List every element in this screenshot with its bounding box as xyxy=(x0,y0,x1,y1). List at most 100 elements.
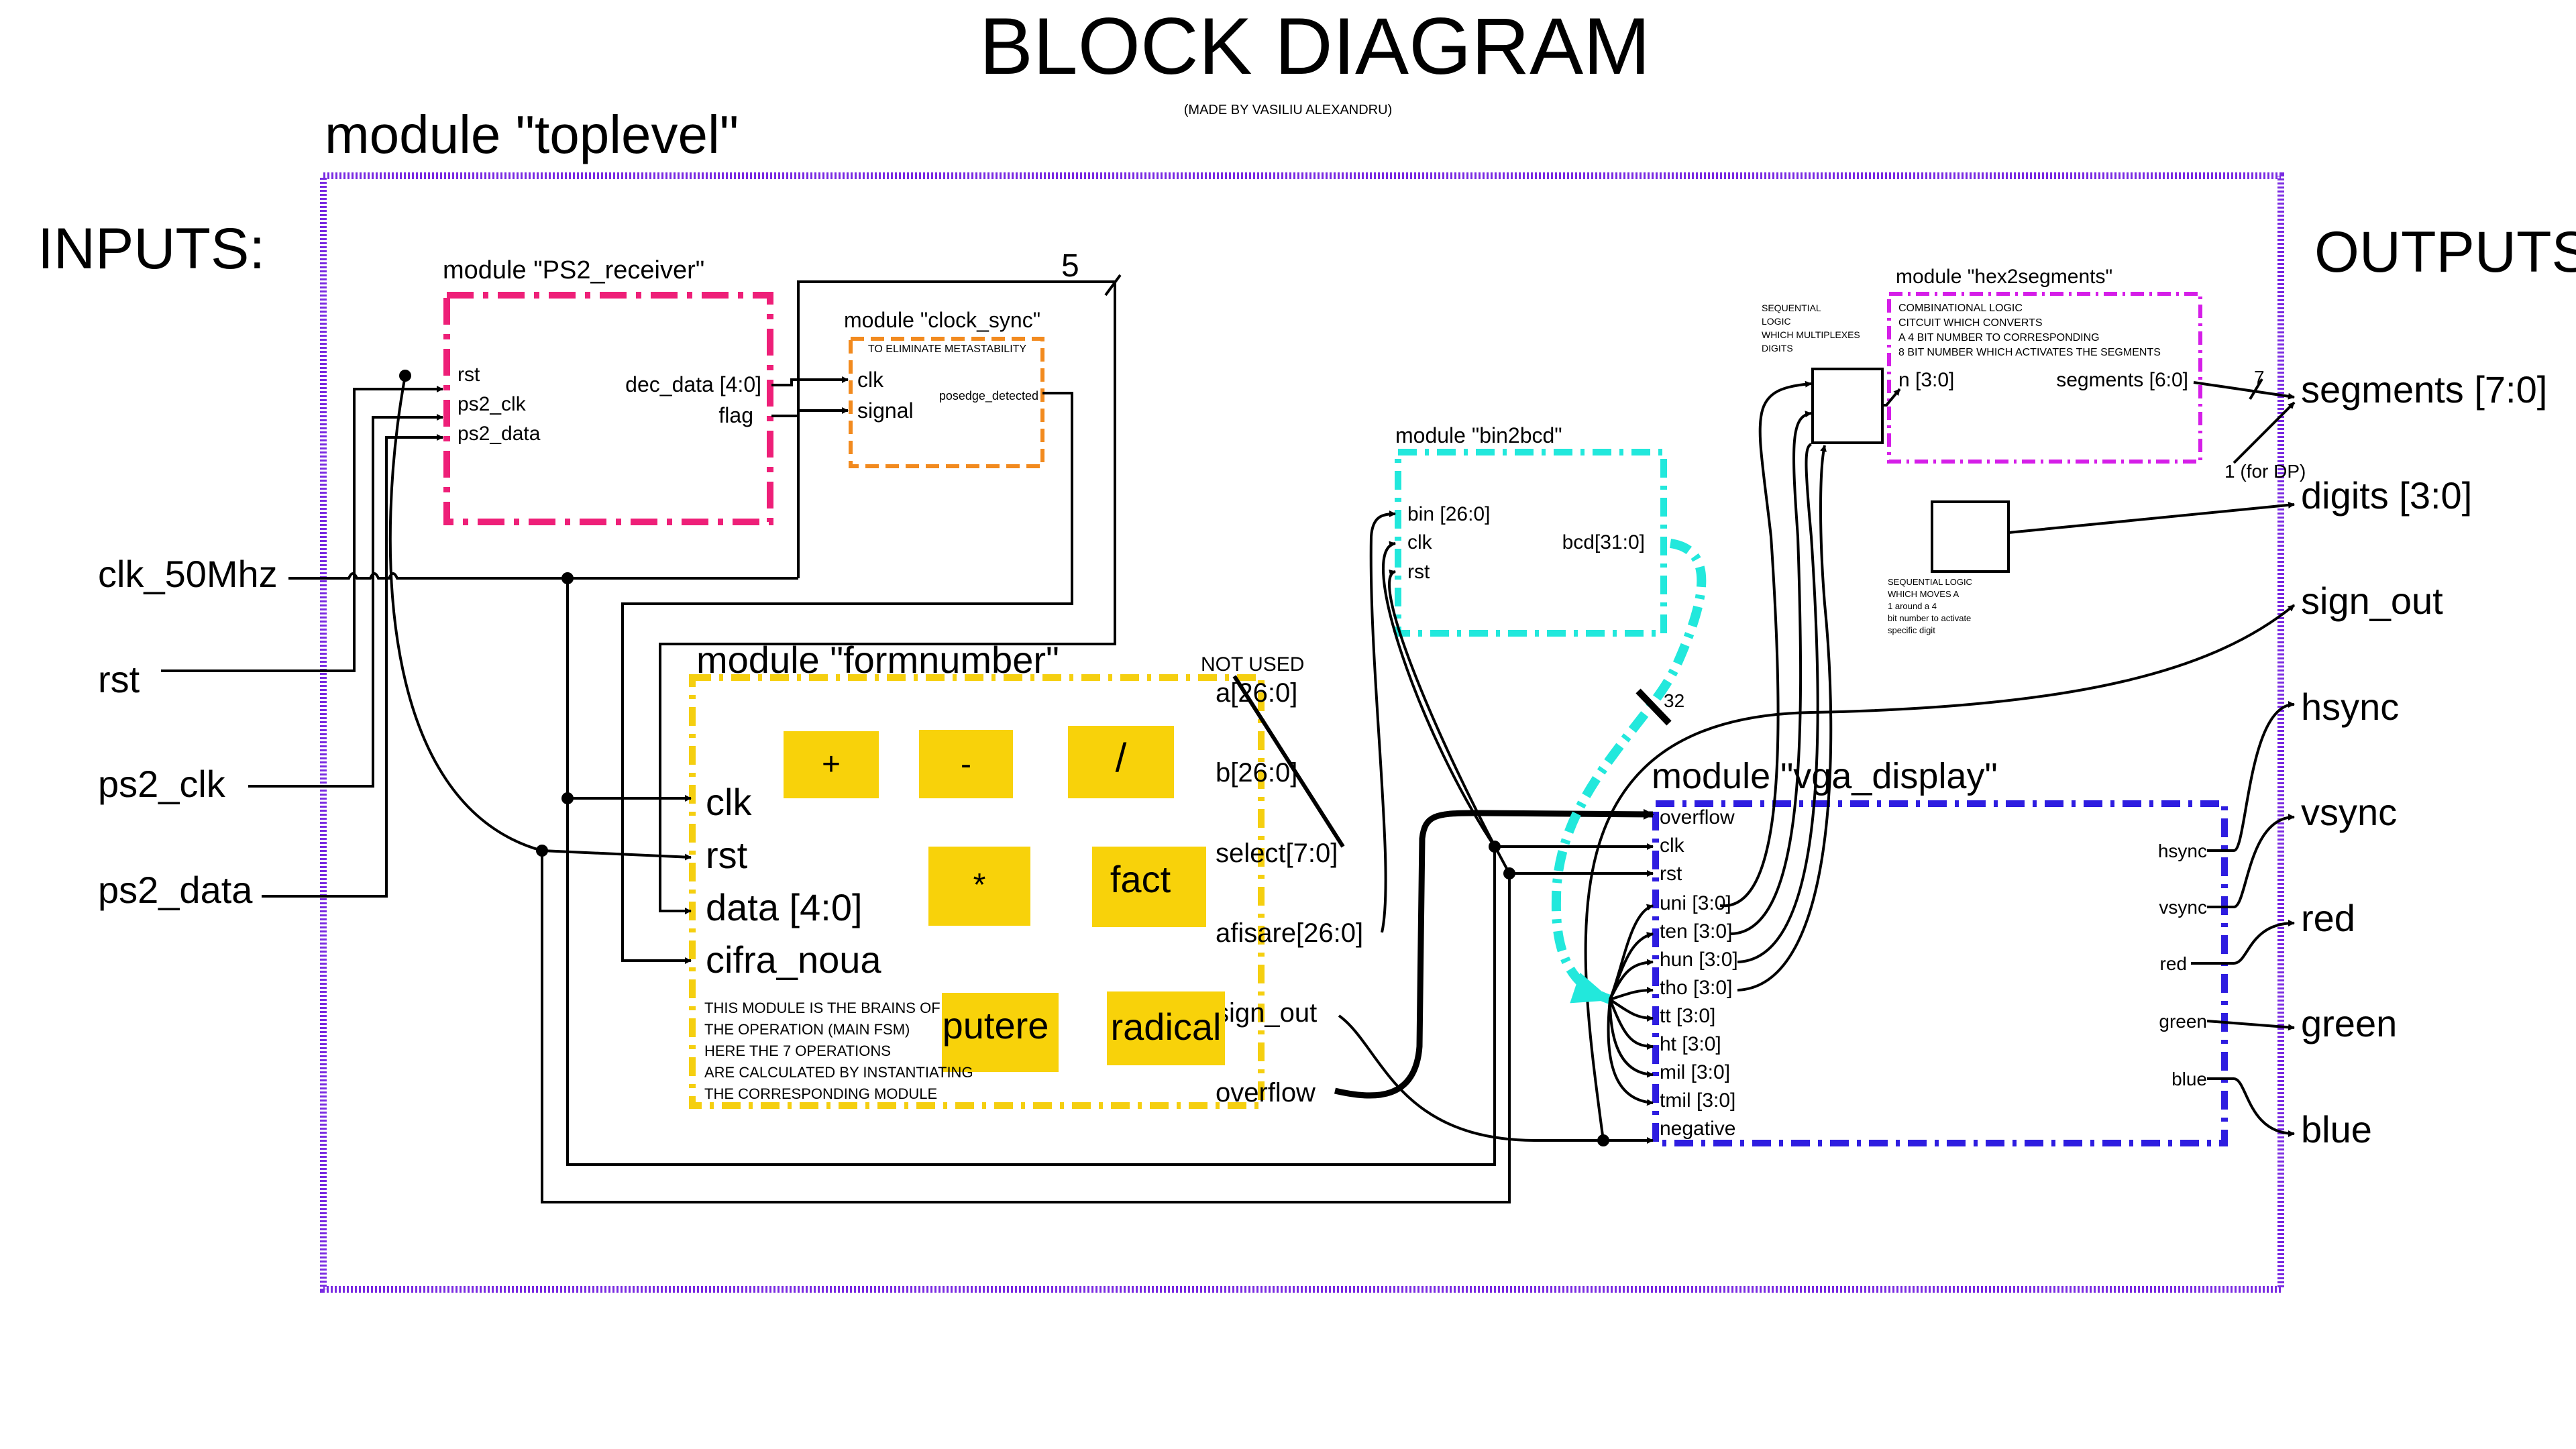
digit-select-block xyxy=(1931,500,2010,573)
formnumber-port-afisare: afisare[26:0] xyxy=(1216,918,1363,948)
wire-hsync-out xyxy=(2207,701,2295,852)
hex2segments-label: module "hex2segments" xyxy=(1896,266,2112,288)
vga-display-box xyxy=(1652,800,2228,1146)
formnumber-not-used: NOT USED xyxy=(1201,653,1304,676)
op-box-plus: + xyxy=(784,731,879,798)
wire-afisare-bin xyxy=(1369,511,1396,933)
hex2segments-desc-1: COMBINATIONAL LOGIC xyxy=(1898,303,2023,314)
digit-mux-block xyxy=(1811,368,1884,444)
wire-ps2-data xyxy=(262,434,443,898)
clock-sync-port-signal: signal xyxy=(857,398,914,423)
vga-port-hsync: hsync xyxy=(2158,841,2207,861)
wire-flag-clk xyxy=(771,376,849,386)
fan-tt xyxy=(1609,998,1654,1022)
formnumber-label: module "formnumber" xyxy=(696,639,1059,681)
wire-rst-ps2 xyxy=(161,386,443,672)
bus-width-segments: 7 xyxy=(2254,367,2265,388)
clock-sync-box xyxy=(849,337,1044,468)
op-box-radical: radical xyxy=(1107,991,1225,1065)
formnumber-desc-5: THE CORRESPONDING MODULE xyxy=(704,1085,937,1102)
bus-slash-bcd xyxy=(1635,688,1672,726)
hex2segments-port-segments: segments [6:0] xyxy=(2056,369,2188,391)
digit-note-3: 1 around a 4 xyxy=(1888,601,1937,611)
wire-tho-mux xyxy=(1737,445,1833,991)
fan-ht xyxy=(1609,999,1654,1050)
vga-port-tt: tt [3:0] xyxy=(1660,1005,1715,1027)
vga-port-overflow: overflow xyxy=(1660,806,1735,828)
wire-clk-vga xyxy=(566,578,1654,1166)
junction-clk xyxy=(561,572,574,584)
wire-bcd-bus xyxy=(1551,539,1707,1004)
output-segments: segments [7:0] xyxy=(2301,368,2547,411)
vga-port-mil: mil [3:0] xyxy=(1660,1061,1730,1083)
vga-port-clk: clk xyxy=(1660,835,1685,857)
vga-port-red: red xyxy=(2160,953,2187,974)
input-ps2-data: ps2_data xyxy=(98,869,253,911)
formnumber-port-sign-out: sign_out xyxy=(1216,998,1317,1028)
outputs-heading: OUTPUTS: xyxy=(2314,220,2576,284)
mux-note-4: DIGITS xyxy=(1762,343,1793,354)
wire-clk-bin2bcd xyxy=(1381,541,1496,848)
formnumber-port-overflow: overflow xyxy=(1216,1078,1316,1108)
wire-green-out xyxy=(2206,1020,2295,1031)
output-red: red xyxy=(2301,897,2355,939)
ps2-port-flag: flag xyxy=(718,403,753,427)
junction-rst xyxy=(399,370,411,382)
toplevel-box xyxy=(320,172,2284,1293)
op-minus-label: - xyxy=(961,747,971,782)
formnumber-port-select: select[7:0] xyxy=(1216,839,1338,868)
junction-clk-2 xyxy=(561,792,574,804)
formnumber-desc-2: THE OPERATION (MAIN FSM) xyxy=(704,1021,910,1038)
wire-digits-out xyxy=(2008,501,2295,534)
wire-flag-signal xyxy=(771,407,849,417)
formnumber-desc-1: THIS MODULE IS THE BRAINS OF xyxy=(704,1000,941,1016)
ps2-port-ps2-data: ps2_data xyxy=(458,423,541,445)
clock-sync-port-clk: clk xyxy=(857,368,884,392)
wire-overflow xyxy=(1334,808,1654,1099)
ps2-receiver-label: module "PS2_receiver" xyxy=(443,256,704,284)
bus-width-bcd: 32 xyxy=(1664,690,1684,711)
not-used-strike xyxy=(1232,675,1345,848)
op-radical-label: radical xyxy=(1111,1006,1222,1048)
wire-clk-formnumber xyxy=(566,578,692,802)
vga-port-blue: blue xyxy=(2171,1069,2207,1089)
wire-ps2-clk xyxy=(248,414,443,788)
output-blue: blue xyxy=(2301,1108,2372,1150)
vga-port-green: green xyxy=(2159,1011,2207,1032)
fan-hun xyxy=(1609,959,1654,1000)
clock-sync-label: module "clock_sync" xyxy=(844,308,1040,332)
op-box-minus: - xyxy=(919,730,1013,798)
wire-rst-bin2bcd xyxy=(1388,569,1511,874)
output-digits: digits [3:0] xyxy=(2301,474,2472,517)
wires xyxy=(161,274,2296,1203)
formnumber-port-a: a[26:0] xyxy=(1216,678,1297,708)
wire-rst-vga xyxy=(541,851,1654,1203)
wire-mux-hex xyxy=(1882,388,1901,407)
digit-note-5: specific digit xyxy=(1888,625,1935,635)
bus-slash-seg xyxy=(2249,378,2263,400)
op-box-multiply: * xyxy=(928,847,1030,926)
toplevel-label: module "toplevel" xyxy=(325,105,739,164)
inputs-heading: INPUTS: xyxy=(38,217,265,281)
formnumber-box xyxy=(689,674,1265,1109)
vga-port-hun: hun [3:0] xyxy=(1660,949,1738,971)
formnumber-desc-3: HERE THE 7 OPERATIONS xyxy=(704,1042,891,1059)
bus-slash-dec xyxy=(1104,274,1122,297)
formnumber-desc-4: ARE CALCULATED BY INSTANTIATING xyxy=(704,1064,973,1081)
junction-sign xyxy=(1597,1134,1609,1146)
bin2bcd-port-bcd: bcd[31:0] xyxy=(1562,531,1645,553)
op-divide-label: / xyxy=(1116,735,1127,780)
output-vsync: vsync xyxy=(2301,791,2397,833)
hex2segments-box xyxy=(1887,292,2202,464)
diagram-title: BLOCK DIAGRAM xyxy=(979,1,1650,91)
op-box-fact: fact xyxy=(1092,847,1206,927)
wire-dp-out xyxy=(2233,401,2296,464)
hex2segments-desc-2: CITCUIT WHICH CONVERTS xyxy=(1898,317,2043,329)
fan-tho xyxy=(1609,987,1654,1001)
op-fact-label: fact xyxy=(1110,858,1171,900)
junction-vga-rst xyxy=(1503,867,1515,879)
op-box-divide: / xyxy=(1068,726,1174,798)
formnumber-port-cifra-noua: cifra_noua xyxy=(706,938,881,981)
wire-rst-formnumber xyxy=(388,375,692,861)
